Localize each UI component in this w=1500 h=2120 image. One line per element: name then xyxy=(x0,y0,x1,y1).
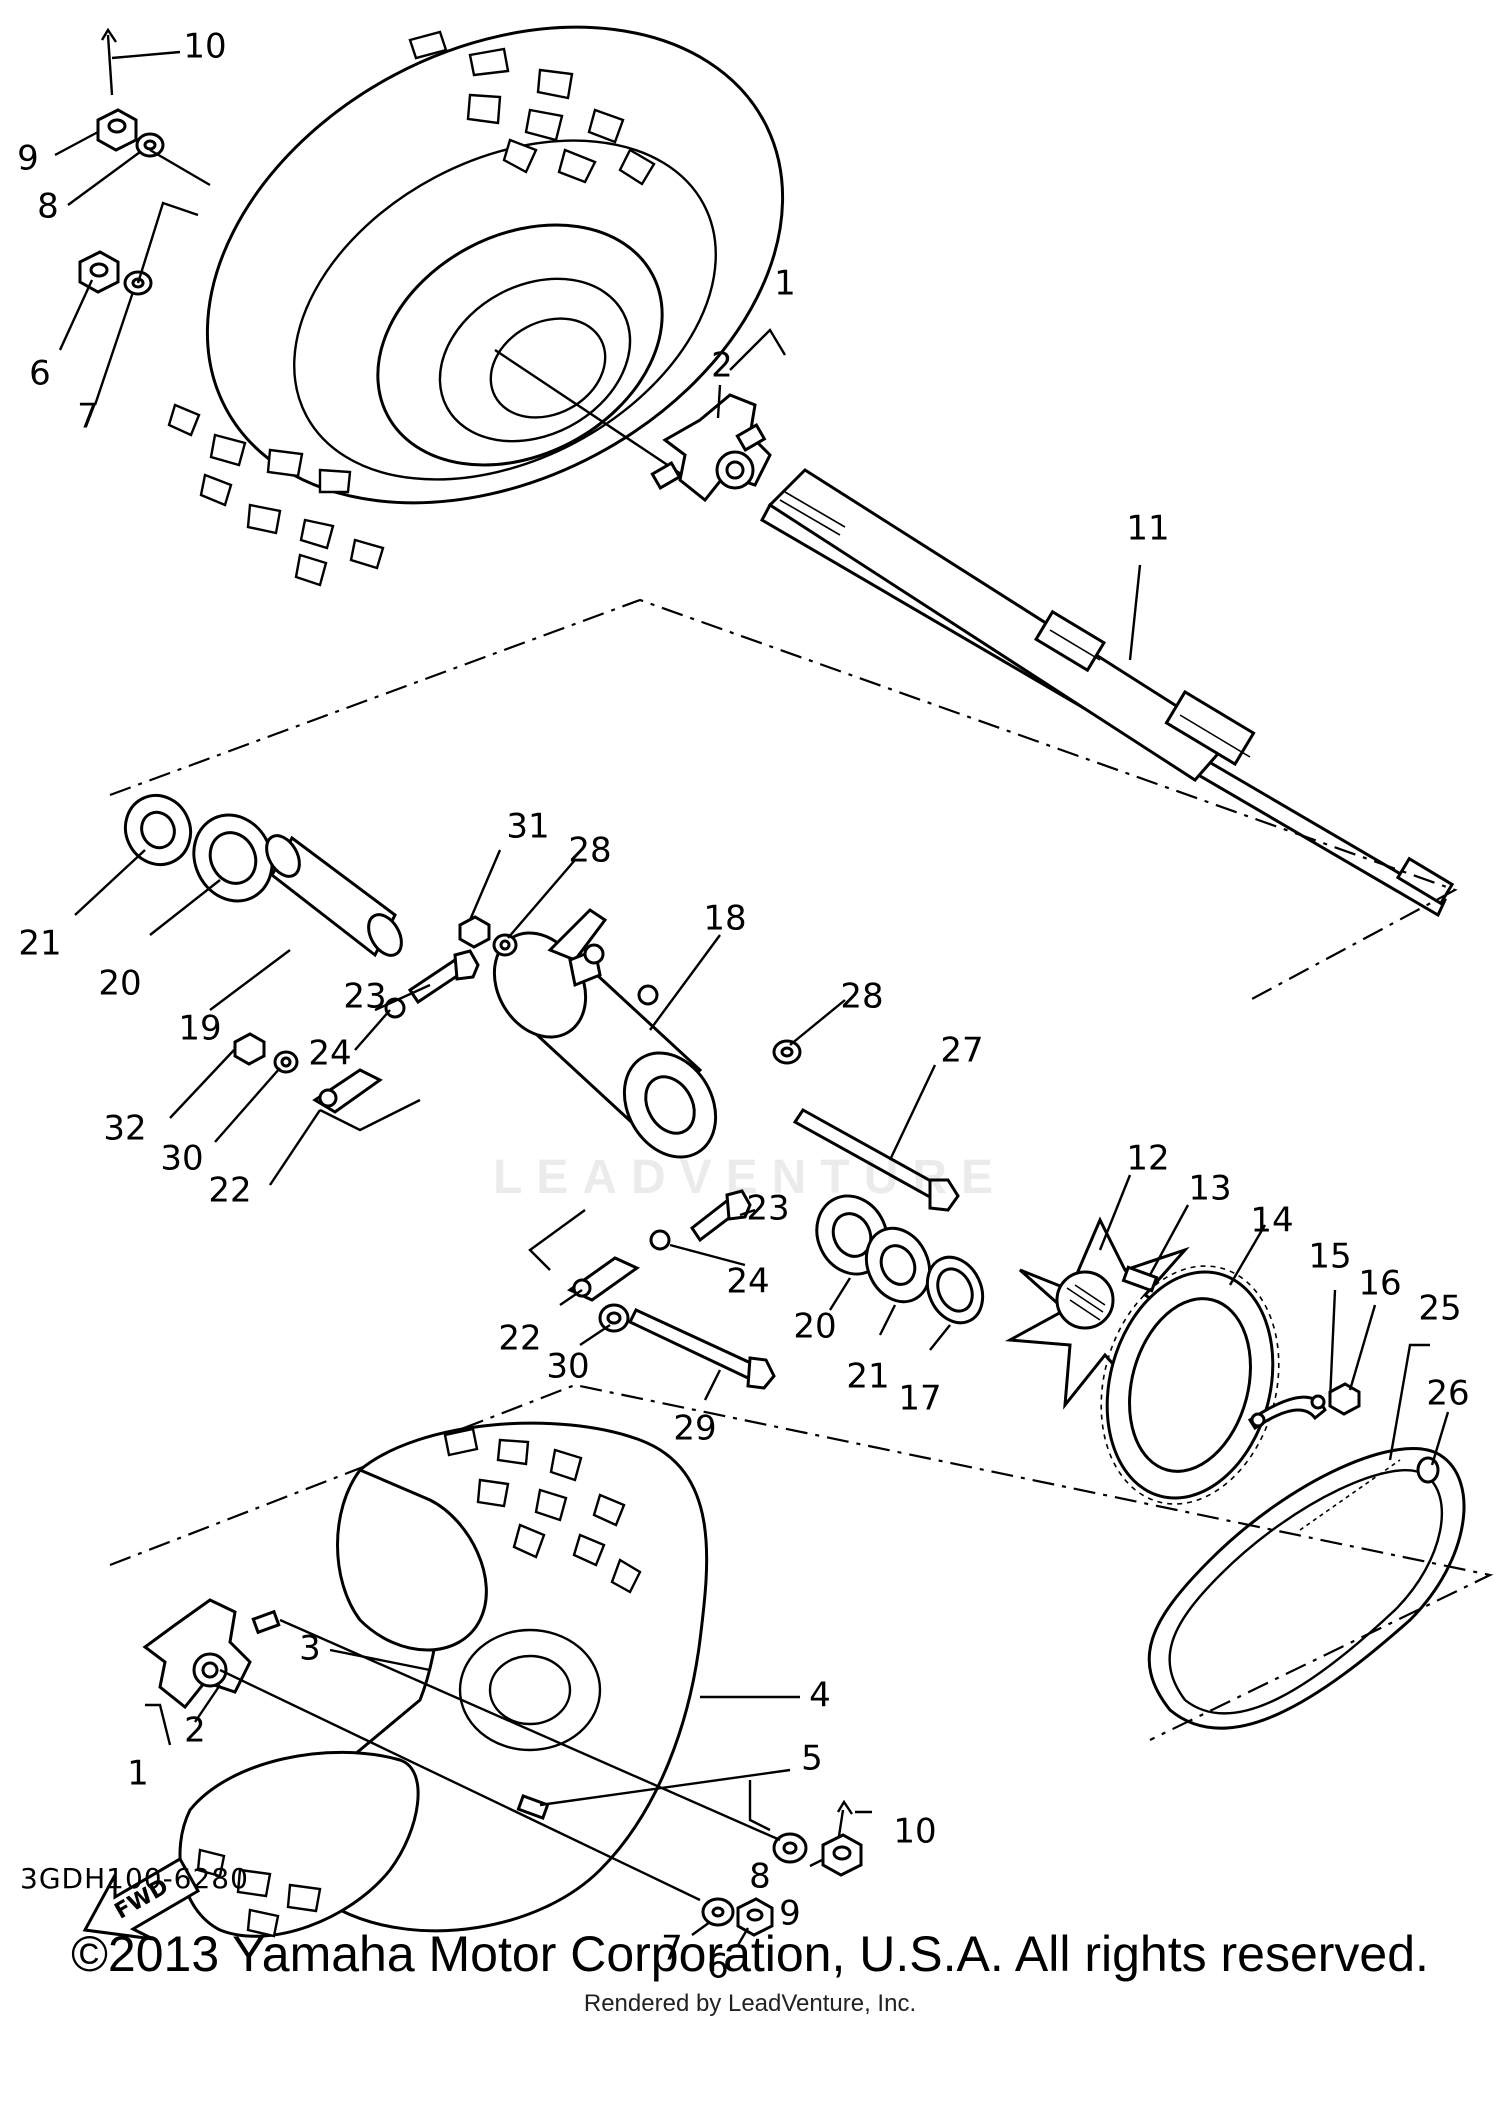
castle-nut-bottom-9 xyxy=(821,1833,863,1877)
callout-21-right: 21 xyxy=(846,1357,889,1397)
washer-bottom-7 xyxy=(701,1897,735,1927)
nut-31 xyxy=(458,915,491,949)
callout-24-right: 24 xyxy=(726,1262,769,1302)
bolt-23-right xyxy=(689,1189,752,1243)
nut-16 xyxy=(1328,1382,1361,1416)
wheel-hub-top xyxy=(650,393,772,503)
callout-27: 27 xyxy=(940,1031,983,1071)
washer-top-8 xyxy=(135,132,165,158)
oil-seal-17 xyxy=(925,1255,985,1325)
callout-7-top: 7 xyxy=(77,397,99,437)
sprocket-14 xyxy=(1100,1265,1280,1505)
callout-6-top: 6 xyxy=(29,354,51,394)
chain-adjuster-22-left xyxy=(312,1068,383,1114)
callout-labels: 10 9 8 6 7 1 2 11 31 28 18 28 27 21 20 1… xyxy=(17,27,1469,1987)
callout-18: 18 xyxy=(703,899,746,939)
stud-5 xyxy=(516,1794,550,1820)
wheel-hub-bottom xyxy=(142,1598,281,1710)
callout-30-right: 30 xyxy=(546,1347,589,1387)
bolt-29 xyxy=(627,1308,776,1390)
callout-25: 25 xyxy=(1418,1289,1461,1329)
diagram-code: 3GDH100-6280 xyxy=(20,1862,249,1895)
watermark: LEADVENTURE xyxy=(492,1151,1008,1204)
axle-hub-housing-18 xyxy=(492,908,718,1159)
copyright-notice: ©2013 Yamaha Motor Corporation, U.S.A. A… xyxy=(71,1926,1429,1982)
callout-15: 15 xyxy=(1308,1237,1351,1277)
nut-top-6 xyxy=(78,250,120,294)
callout-10-bottom: 10 xyxy=(893,1812,936,1852)
oil-seal-21-left xyxy=(123,794,193,866)
callout-1-bottom: 1 xyxy=(127,1754,149,1794)
callout-21-left: 21 xyxy=(18,924,61,964)
callout-3: 3 xyxy=(299,1629,321,1669)
callout-6-bottom: 6 xyxy=(707,1947,729,1987)
master-link-26 xyxy=(1416,1456,1440,1484)
callout-9-bottom: 9 xyxy=(779,1894,801,1934)
callout-5: 5 xyxy=(801,1739,823,1779)
callout-16: 16 xyxy=(1358,1264,1401,1304)
rear-wheel-left xyxy=(178,1421,709,1938)
bolt-23-left xyxy=(407,949,480,1005)
callout-17: 17 xyxy=(898,1379,941,1419)
rendered-by-note: Rendered by LeadVenture, Inc. xyxy=(583,1990,917,2017)
bolt-27 xyxy=(792,1108,960,1212)
callout-19: 19 xyxy=(178,1009,221,1049)
lock-washer-15 xyxy=(1247,1394,1327,1431)
callout-11: 11 xyxy=(1126,509,1169,549)
callout-23-right: 23 xyxy=(746,1189,789,1229)
callout-9-top: 9 xyxy=(17,139,39,179)
cotter-pin-bottom-10 xyxy=(836,1799,853,1837)
callout-22-right: 22 xyxy=(498,1319,541,1359)
spacer-19 xyxy=(265,834,403,958)
callout-20-left: 20 xyxy=(98,964,141,1004)
callout-8-top: 8 xyxy=(37,187,59,227)
callout-29: 29 xyxy=(673,1409,716,1449)
washer-30-left xyxy=(273,1050,299,1074)
callout-2-bottom: 2 xyxy=(184,1711,206,1751)
callout-31: 31 xyxy=(506,807,549,847)
callout-20-right: 20 xyxy=(793,1307,836,1347)
axle-assembly-box xyxy=(109,598,1458,1001)
oil-seal-21-right xyxy=(864,1226,932,1304)
nut-bottom-6 xyxy=(736,1897,774,1937)
callout-10-top: 10 xyxy=(183,27,226,67)
chain-adjuster-22-right xyxy=(567,1256,640,1302)
callout-2-top: 2 xyxy=(711,346,733,386)
callout-1-top: 1 xyxy=(774,264,796,304)
callout-13: 13 xyxy=(1188,1169,1231,1209)
rear-wheel-right xyxy=(167,25,785,587)
callout-12: 12 xyxy=(1126,1139,1169,1179)
callout-26: 26 xyxy=(1426,1374,1469,1414)
nut-32 xyxy=(233,1032,266,1066)
bearing-20-left xyxy=(192,813,274,903)
callout-28-right: 28 xyxy=(840,977,883,1017)
callout-30-left: 30 xyxy=(160,1139,203,1179)
callout-4: 4 xyxy=(809,1676,831,1716)
callout-14: 14 xyxy=(1250,1201,1293,1241)
stud-bolt-13 xyxy=(1121,1265,1159,1293)
washer-28-right xyxy=(772,1039,802,1065)
callout-24-left: 24 xyxy=(308,1034,351,1074)
callout-23-left: 23 xyxy=(343,977,386,1017)
callout-8-bottom: 8 xyxy=(749,1857,771,1897)
rear-axle xyxy=(759,468,1455,918)
callout-32: 32 xyxy=(103,1109,146,1149)
callout-22-left: 22 xyxy=(208,1171,251,1211)
washer-24-right xyxy=(649,1229,671,1251)
cotter-pin-top xyxy=(100,27,117,96)
callout-28-left: 28 xyxy=(568,831,611,871)
washer-28-left xyxy=(492,933,518,957)
callout-7-bottom: 7 xyxy=(661,1929,683,1969)
washer-bottom-8 xyxy=(772,1832,808,1864)
washer-30-right xyxy=(598,1303,630,1333)
castle-nut-top xyxy=(96,108,138,152)
